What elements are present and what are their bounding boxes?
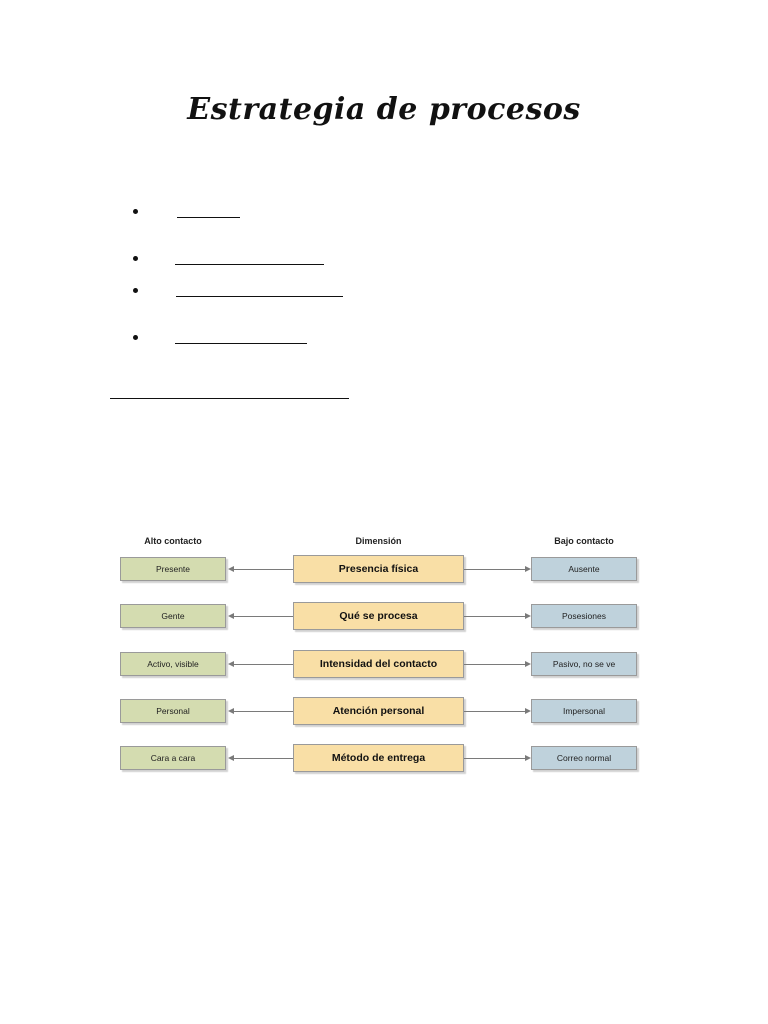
high-contact-box: Presente [120, 557, 226, 581]
low-contact-box: Ausente [531, 557, 637, 581]
blank-line [175, 264, 324, 265]
connector-line [464, 758, 525, 759]
dimension-box: Intensidad del contacto [293, 650, 464, 678]
page-title: Estrategia de procesos [187, 92, 581, 127]
header-low-contact: Bajo contacto [554, 536, 614, 546]
arrow-right-icon [525, 755, 531, 761]
connector-line [234, 616, 293, 617]
dimension-box: Presencia física [293, 555, 464, 583]
low-contact-box: Impersonal [531, 699, 637, 723]
arrow-left-icon [228, 613, 234, 619]
connector-line [464, 711, 525, 712]
dimension-box: Qué se procesa [293, 602, 464, 630]
arrow-left-icon [228, 661, 234, 667]
dimension-box: Método de entrega [293, 744, 464, 772]
arrow-right-icon [525, 708, 531, 714]
header-dimension: Dimensión [355, 536, 402, 546]
connector-line [234, 664, 293, 665]
connector-line [234, 711, 293, 712]
header-high-contact: Alto contacto [144, 536, 202, 546]
bullet-dot [133, 335, 138, 340]
high-contact-box: Cara a cara [120, 746, 226, 770]
arrow-right-icon [525, 566, 531, 572]
low-contact-box: Pasivo, no se ve [531, 652, 637, 676]
arrow-left-icon [228, 566, 234, 572]
high-contact-box: Gente [120, 604, 226, 628]
arrow-left-icon [228, 708, 234, 714]
high-contact-box: Personal [120, 699, 226, 723]
blank-line [176, 296, 343, 297]
connector-line [234, 758, 293, 759]
dimension-box: Atención personal [293, 697, 464, 725]
bullet-dot [133, 256, 138, 261]
blank-line [175, 343, 307, 344]
arrow-right-icon [525, 661, 531, 667]
blank-line [177, 217, 240, 218]
low-contact-box: Correo normal [531, 746, 637, 770]
connector-line [464, 616, 525, 617]
high-contact-box: Activo, visible [120, 652, 226, 676]
connector-line [234, 569, 293, 570]
contact-dimension-diagram: Alto contacto Dimensión Bajo contacto Pr… [110, 530, 650, 780]
bullet-dot [133, 209, 138, 214]
connector-line [464, 569, 525, 570]
arrow-right-icon [525, 613, 531, 619]
bullet-list [0, 0, 768, 400]
section-heading-line [110, 398, 349, 399]
bullet-dot [133, 288, 138, 293]
arrow-left-icon [228, 755, 234, 761]
connector-line [464, 664, 525, 665]
low-contact-box: Posesiones [531, 604, 637, 628]
